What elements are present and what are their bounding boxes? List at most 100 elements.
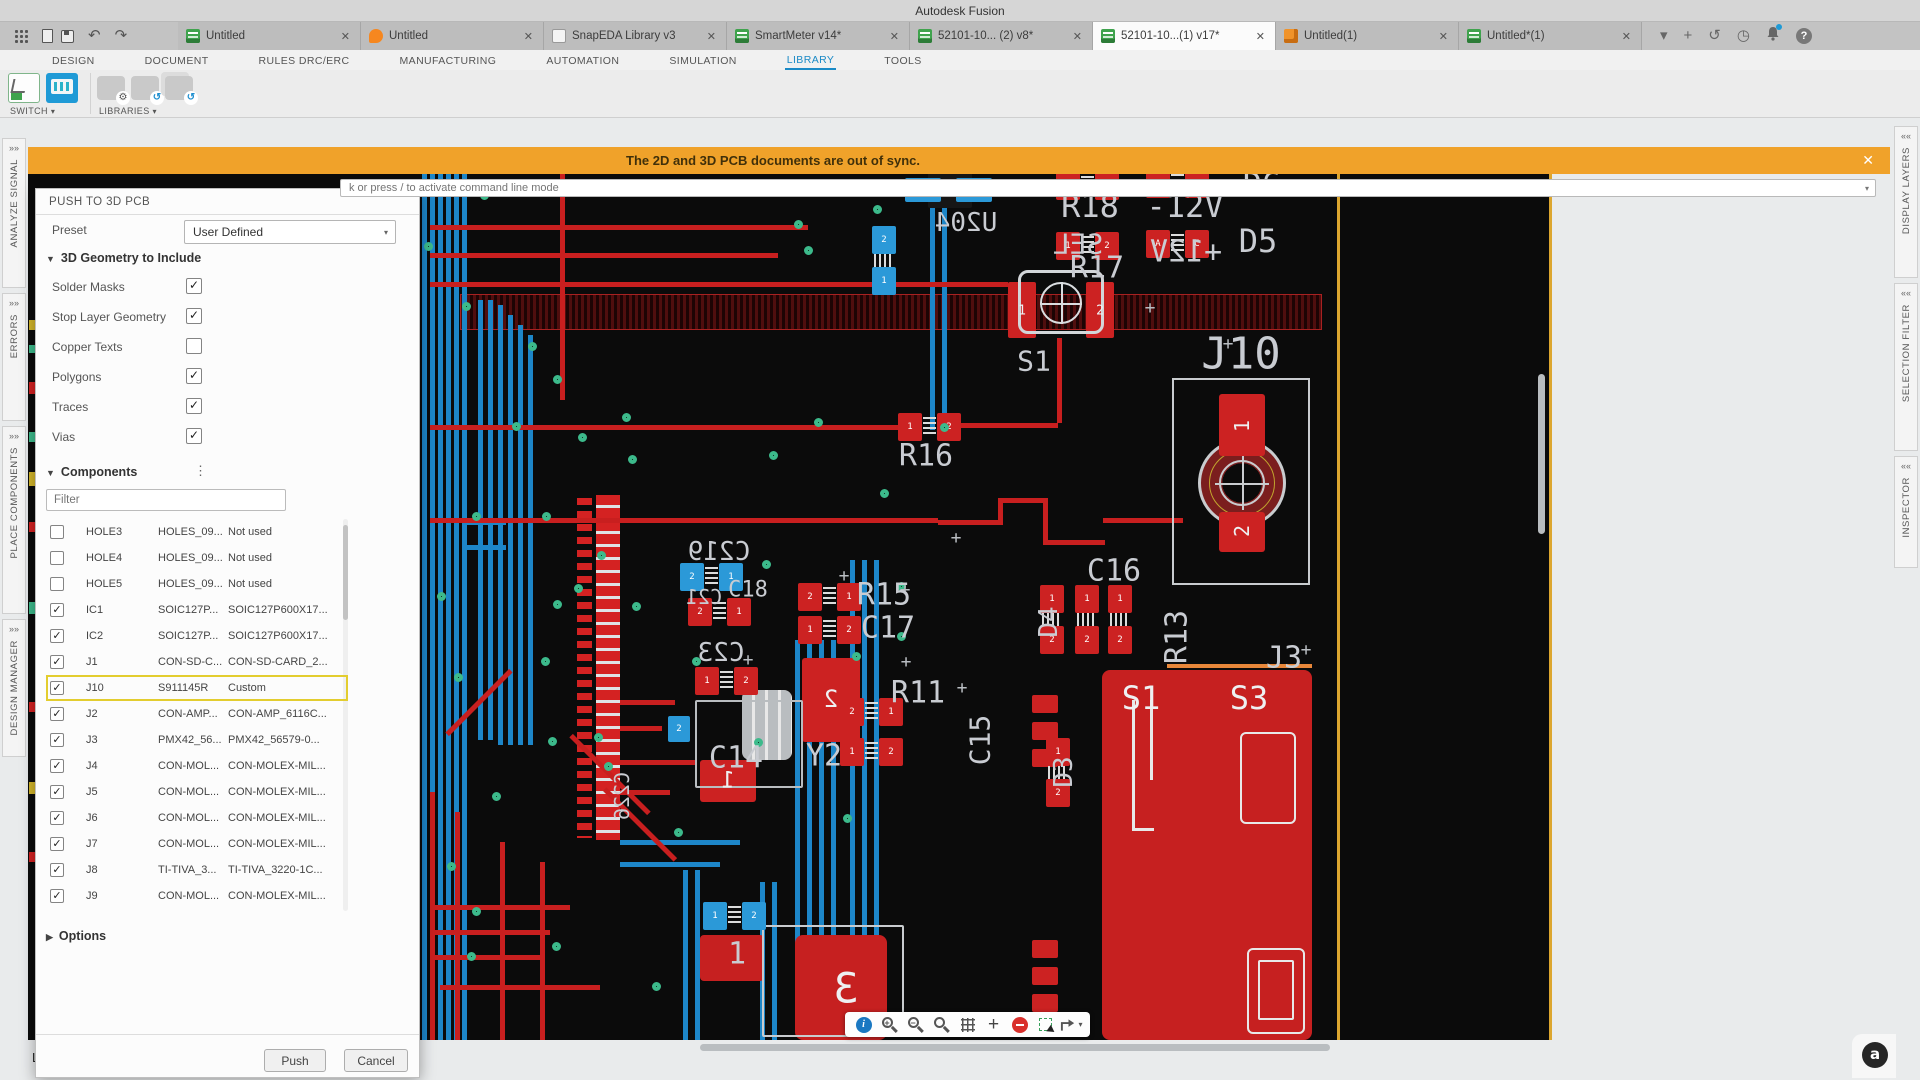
geometry-section-header[interactable]: ▼3D Geometry to Include <box>46 251 202 265</box>
component-checkbox[interactable]: ✓ <box>50 863 64 877</box>
rail-tab-selection-filter[interactable]: ««SELECTION FILTER <box>1894 283 1918 451</box>
tab-close-icon[interactable]: ✕ <box>1621 30 1631 43</box>
components-menu-kebab-icon[interactable]: ⋮ <box>194 463 207 478</box>
rail-tab-design-manager[interactable]: »»DESIGN MANAGER <box>2 619 26 757</box>
component-checkbox[interactable]: ✓ <box>50 681 64 695</box>
tab-close-icon[interactable]: ✕ <box>1072 30 1082 43</box>
block-icon[interactable] <box>1008 1014 1031 1035</box>
libraries-group-label[interactable]: LIBRARIES ▾ <box>99 106 157 116</box>
tab-52101-v8[interactable]: 52101-10... (2) v8*✕ <box>910 22 1093 50</box>
checkbox[interactable]: ✓ <box>186 278 202 294</box>
tab-close-icon[interactable]: ✕ <box>340 30 350 43</box>
component-checkbox[interactable]: ✓ <box>50 889 64 903</box>
clock-icon[interactable]: ◷ <box>1736 27 1750 44</box>
component-checkbox[interactable]: ✓ <box>50 837 64 851</box>
menu-document[interactable]: DOCUMENT <box>144 54 209 67</box>
autodesk-logo-icon[interactable]: a <box>1862 1042 1888 1068</box>
push-button[interactable]: Push <box>264 1049 326 1072</box>
component-checkbox[interactable]: ✓ <box>50 785 64 799</box>
tab-52101-v17-active[interactable]: 52101-10...(1) v17*✕ <box>1093 22 1276 50</box>
library-update-all-icon[interactable]: ↺ <box>165 76 198 105</box>
tab-close-icon[interactable]: ✕ <box>706 30 716 43</box>
vertical-scrollbar[interactable] <box>1538 374 1545 534</box>
components-filter-input[interactable] <box>46 489 286 511</box>
tab-smartmeter[interactable]: SmartMeter v14*✕ <box>727 22 910 50</box>
component-checkbox[interactable]: ✓ <box>50 707 64 721</box>
component-checkbox[interactable]: ✓ <box>50 759 64 773</box>
library-manage-icon[interactable]: ⚙ <box>97 76 130 105</box>
rail-tab-errors[interactable]: »»ERRORS <box>2 293 26 421</box>
tab-overflow-chevron-icon[interactable]: ▾ <box>1660 27 1668 44</box>
undo-icon[interactable]: ↶ <box>88 27 101 44</box>
components-section-header[interactable]: ▼Components⋮ <box>46 463 207 479</box>
tab-untitled-2[interactable]: Untitled✕ <box>361 22 544 50</box>
component-checkbox[interactable]: ✓ <box>50 733 64 747</box>
component-checkbox[interactable] <box>50 551 64 565</box>
history-icon[interactable]: ↺ <box>1708 27 1721 44</box>
component-checkbox[interactable] <box>50 577 64 591</box>
list-scrollbar-track[interactable] <box>343 519 348 911</box>
rail-tab-analyze-signal[interactable]: »»ANALYZE SIGNAL <box>2 138 26 288</box>
help-icon[interactable]: ? <box>1795 28 1812 44</box>
tab-close-icon[interactable]: ✕ <box>889 30 899 43</box>
preset-select[interactable]: User Defined▾ <box>184 220 396 244</box>
tab-snapeda-library[interactable]: SnapEDA Library v3✕ <box>544 22 727 50</box>
tab-close-icon[interactable]: ✕ <box>523 30 533 43</box>
component-checkbox[interactable]: ✓ <box>50 603 64 617</box>
rail-tab-display-layers[interactable]: ««DISPLAY LAYERS <box>1894 126 1918 278</box>
switch-schematic-icon[interactable] <box>8 73 40 103</box>
tab-untitled-1[interactable]: Untitled✕ <box>178 22 361 50</box>
info-icon[interactable]: i <box>852 1014 875 1035</box>
menu-library[interactable]: LIBRARY <box>784 51 837 70</box>
crosshair-icon[interactable]: + <box>987 1013 1000 1035</box>
rail-tab-place-components[interactable]: »»PLACE COMPONENTS <box>2 426 26 614</box>
options-section-header[interactable]: ▶Options <box>46 929 107 943</box>
component-checkbox[interactable] <box>50 525 64 539</box>
rail-tab-inspector[interactable]: ««INSPECTOR <box>1894 456 1918 568</box>
command-line-caret-icon[interactable]: ▾ <box>1864 183 1869 193</box>
tab-close-icon[interactable]: ✕ <box>1255 30 1265 43</box>
route-tool-icon[interactable]: ▾ <box>1060 1014 1083 1035</box>
tab-close-icon[interactable]: ✕ <box>1438 30 1448 43</box>
menu-manufacturing[interactable]: MANUFACTURING <box>399 54 497 67</box>
checkbox[interactable]: ✓ <box>186 368 202 384</box>
zoom-window-icon[interactable] <box>930 1014 953 1035</box>
menu-rules-drc-erc[interactable]: RULES DRC/ERC <box>258 54 350 67</box>
select-window-icon[interactable] <box>1034 1014 1057 1035</box>
checkbox[interactable] <box>186 338 202 354</box>
switch-group-label[interactable]: SWITCH ▾ <box>10 106 56 116</box>
component-checkbox[interactable]: ✓ <box>50 811 64 825</box>
cancel-button[interactable]: Cancel <box>344 1049 408 1072</box>
checkbox[interactable]: ✓ <box>186 428 202 444</box>
list-scrollbar-thumb[interactable] <box>343 525 348 620</box>
new-document-icon[interactable] <box>42 29 53 43</box>
library-sync-icon[interactable]: ↺ <box>131 76 164 105</box>
redo-icon[interactable]: ↷ <box>114 27 128 44</box>
zoom-in-icon[interactable]: + <box>878 1014 901 1035</box>
command-line-input[interactable] <box>341 182 1865 194</box>
save-icon[interactable] <box>61 29 75 43</box>
menu-design[interactable]: DESIGN <box>52 54 95 67</box>
tab-untitled-1-paren[interactable]: Untitled(1)✕ <box>1276 22 1459 50</box>
notifications-bell-icon[interactable] <box>1766 24 1782 46</box>
checkbox[interactable]: ✓ <box>186 398 202 414</box>
grid-settings-icon[interactable] <box>956 1014 979 1035</box>
component-checkbox[interactable]: ✓ <box>50 629 64 643</box>
new-tab-plus-icon[interactable]: + <box>1683 27 1693 44</box>
menu-tools[interactable]: TOOLS <box>884 54 922 67</box>
menu-simulation[interactable]: SIMULATION <box>669 54 737 67</box>
switch-pcb-icon[interactable] <box>46 73 78 103</box>
app-grid-icon[interactable] <box>14 29 28 43</box>
